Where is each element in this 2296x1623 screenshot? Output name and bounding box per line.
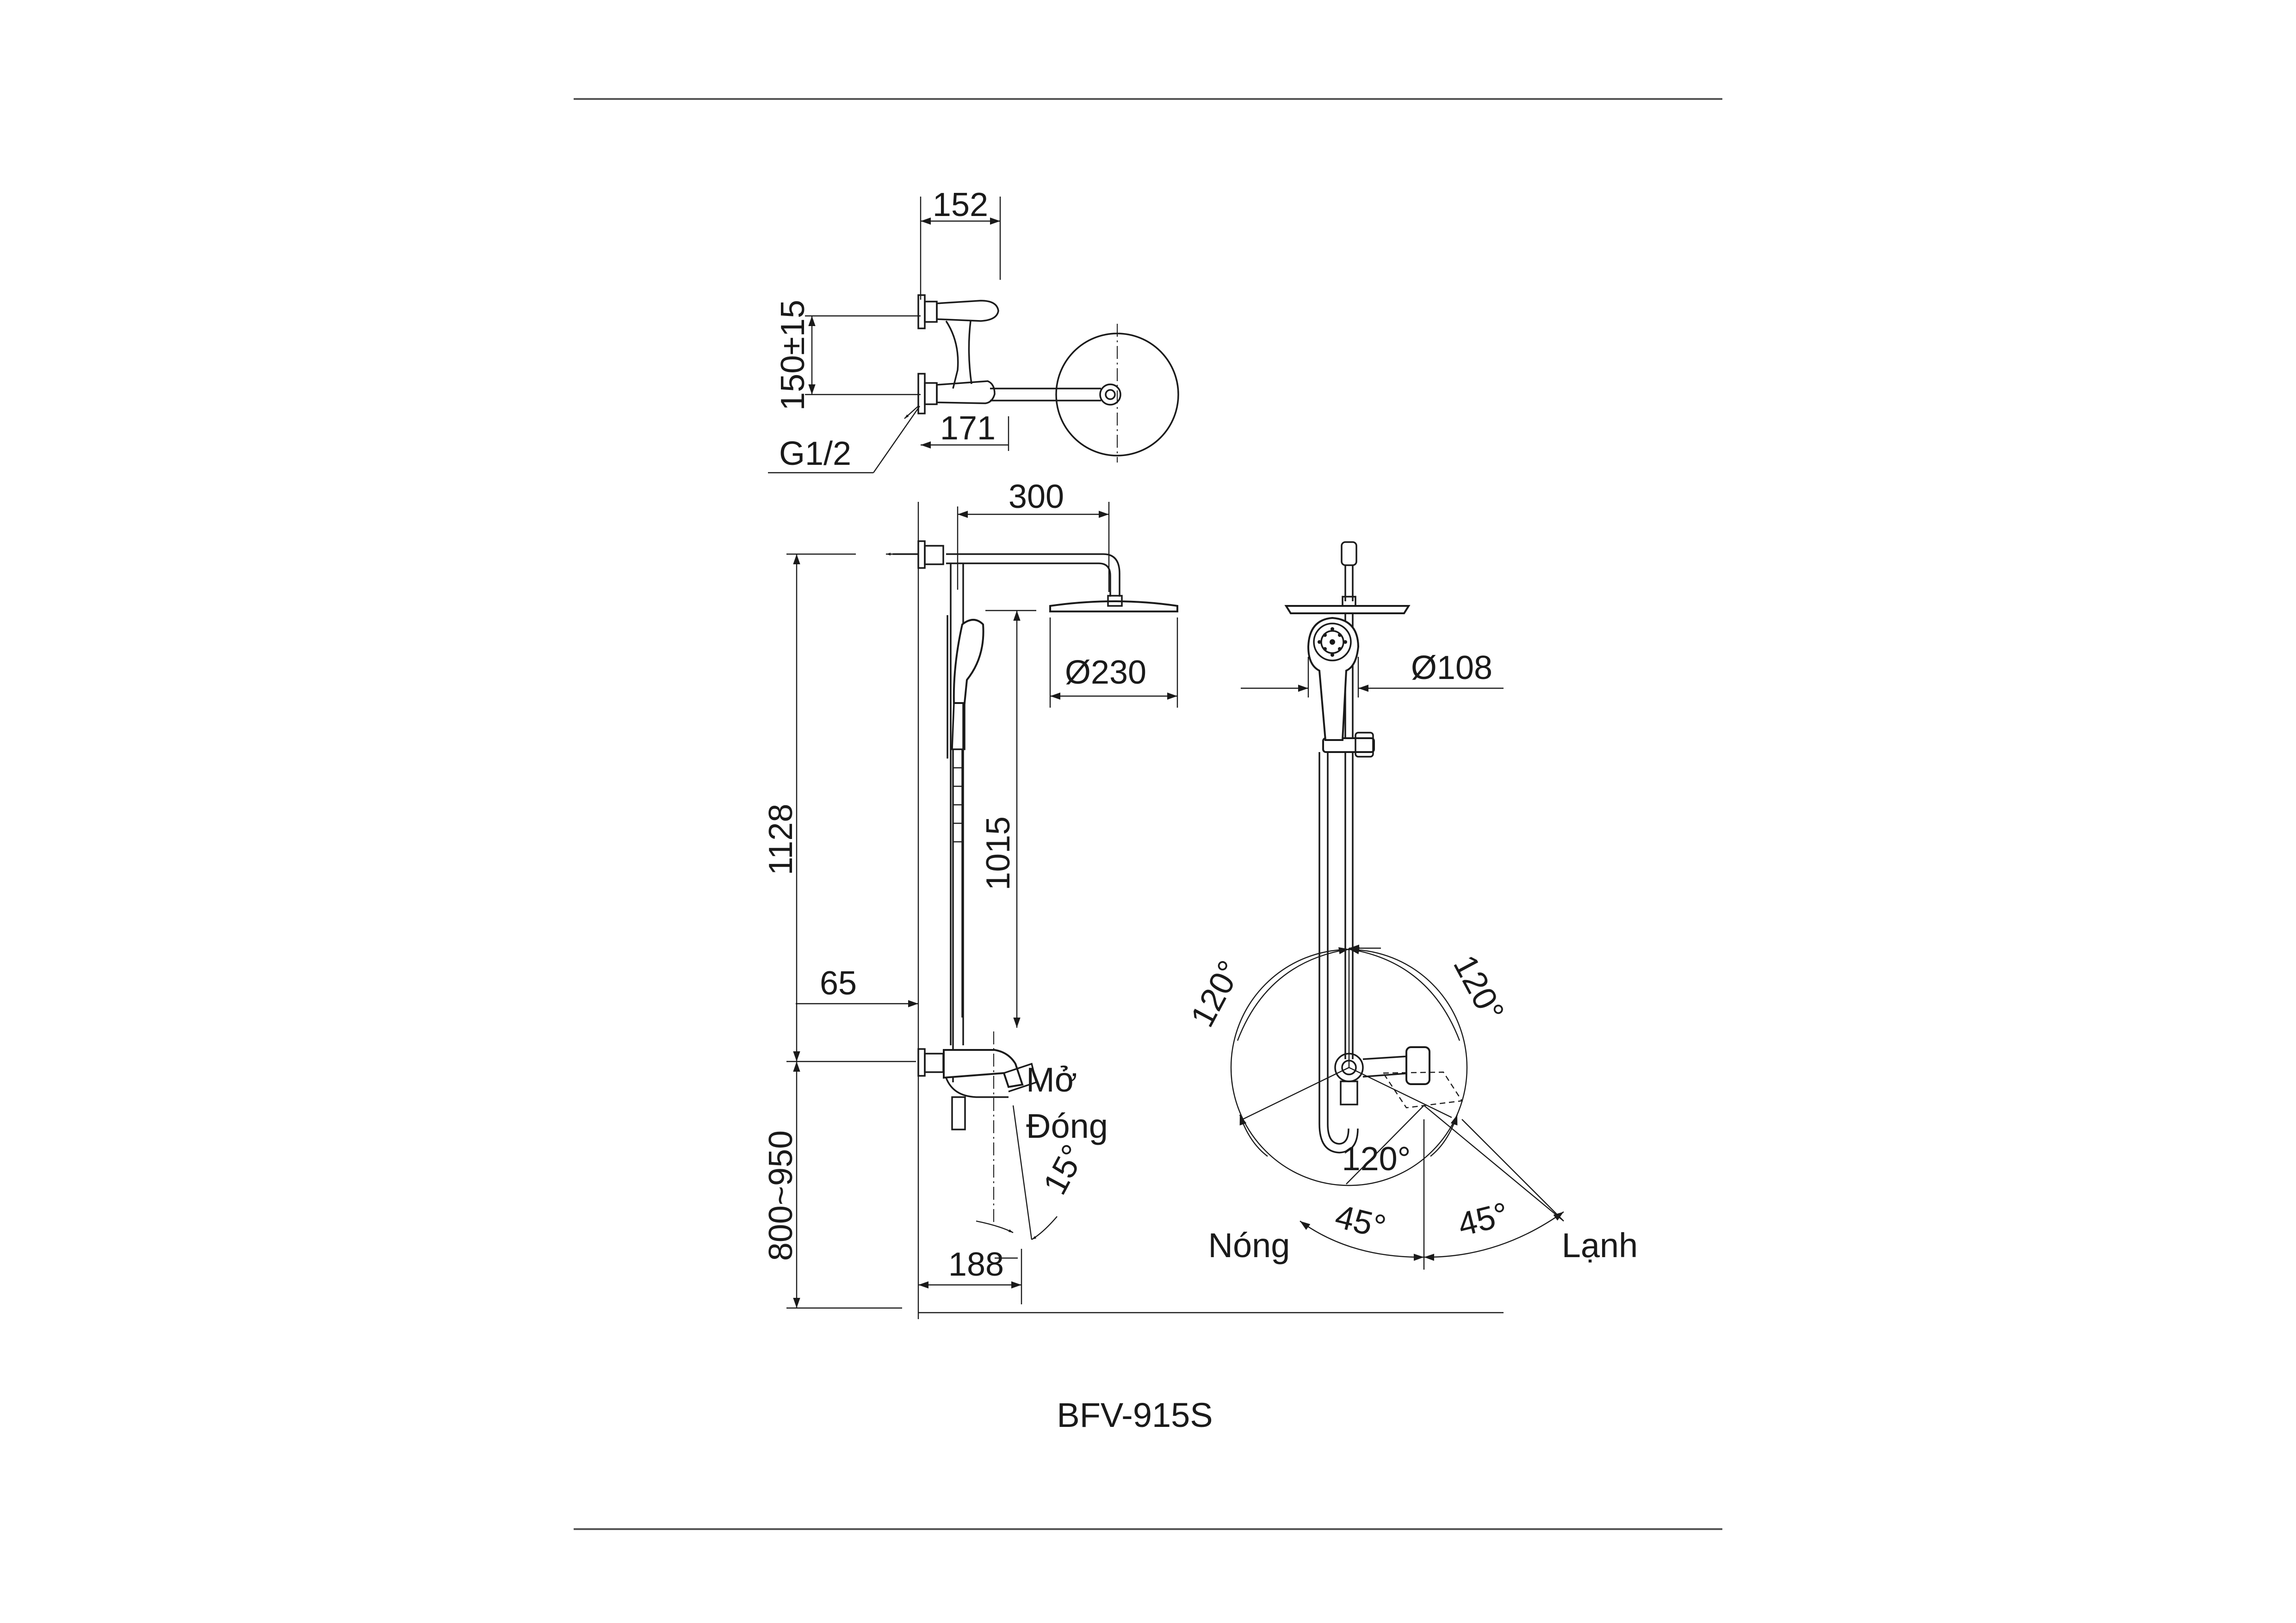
dim-thread: G1/2: [779, 435, 851, 472]
angle-rotation-bottom: 120°: [1342, 1141, 1411, 1178]
dim-inlet-spacing: 150±15: [774, 300, 811, 411]
angle-rotation-right: 120°: [1446, 949, 1511, 1027]
front-view: [1230, 541, 1564, 1270]
dim-install-height: 800~950: [762, 1130, 799, 1261]
angle-lever-tilt: 15°: [1036, 1139, 1093, 1201]
dim-head-diameter: Ø230: [1065, 654, 1146, 691]
dim-top-width: 152: [933, 186, 988, 223]
angle-hot-turn: 45°: [1331, 1198, 1389, 1246]
label-close: Đóng: [1026, 1107, 1108, 1145]
dim-rail-height: 1015: [980, 816, 1017, 890]
dim-inlet-depth: 171: [940, 410, 996, 447]
angle-rotation-left: 120°: [1184, 955, 1249, 1033]
dim-mixer-depth: 188: [948, 1246, 1004, 1283]
label-open: Mở: [1026, 1061, 1077, 1099]
label-cold: Lạnh: [1562, 1226, 1638, 1265]
dim-hand-shower-diameter: Ø108: [1411, 649, 1492, 686]
label-hot: Nóng: [1208, 1226, 1290, 1265]
dim-wall-offset: 65: [820, 965, 857, 1002]
dim-total-height: 1128: [762, 804, 799, 876]
angle-cold-turn: 45°: [1454, 1196, 1512, 1244]
side-view: [786, 502, 1504, 1319]
model-title: BFV-915S: [1057, 1396, 1213, 1434]
dim-arm-length: 300: [1009, 478, 1064, 515]
top-view: [768, 197, 1179, 474]
